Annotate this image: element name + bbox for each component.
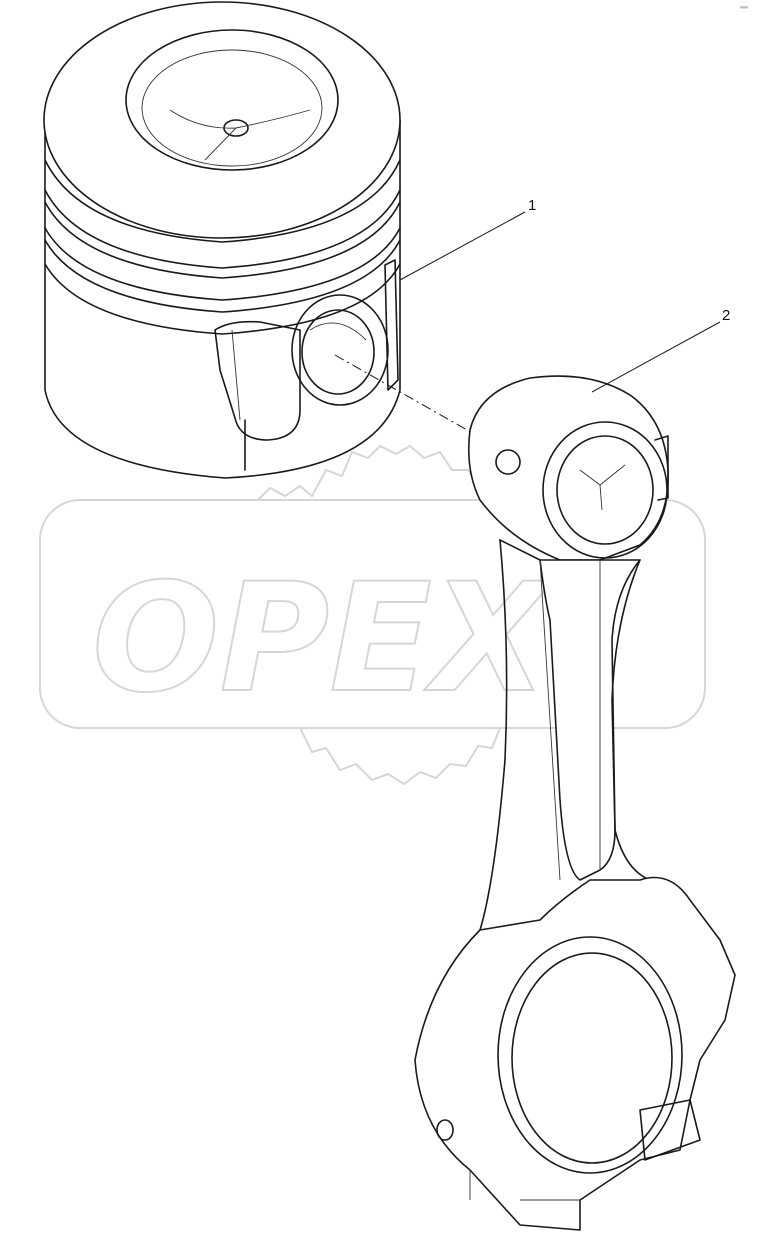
watermark-logo: OPEX: [39, 444, 706, 786]
piston-ring-groove-4: [44, 227, 401, 301]
rod-bore-shade: [579, 464, 626, 511]
rod-shank-right-edge: [611, 559, 651, 881]
watermark-gear-outline: [257, 444, 521, 501]
rod-small-end-bore-outer: [542, 421, 668, 559]
piston-ring-groove-2: [44, 189, 401, 269]
piston-side-slot: [384, 259, 399, 391]
piston-pin-bore-outer: [291, 294, 389, 406]
connecting-rod-drawing: [414, 375, 736, 1231]
piston-ring-groove-3: [44, 201, 401, 279]
callout-1-label: 1: [528, 197, 536, 214]
rod-cap-lug: [639, 1099, 701, 1161]
piston-crown: [43, 1, 401, 239]
rod-rib-left: [539, 559, 561, 881]
rod-big-end-bore-inner: [511, 952, 673, 1164]
rod-shank-left-edge: [479, 539, 508, 931]
rod-small-end: [467, 375, 669, 561]
piston-ring-groove-1: [44, 159, 401, 243]
piston-bowl-rim: [125, 29, 339, 171]
rod-big-end: [414, 876, 736, 1231]
watermark-gear-outline-bottom: [299, 727, 501, 786]
assembly-axis-line: [334, 354, 521, 461]
watermark-frame: [39, 499, 706, 729]
rod-big-end-bore-outer: [497, 936, 683, 1174]
rod-small-end-bore-inner: [556, 435, 654, 545]
callout-1-leader: [399, 211, 526, 281]
watermark-text: OPEX: [92, 552, 554, 726]
piston-bowl-inner: [141, 49, 323, 167]
piston-pin-bore-inner: [301, 309, 375, 395]
piston-boss-edge: [231, 329, 241, 421]
rod-small-end-tab: [654, 435, 669, 501]
callout-2-leader: [591, 321, 721, 393]
callout-group: 1 2: [399, 197, 730, 393]
piston-ring-groove-6: [44, 263, 401, 335]
rod-cap-joint: [469, 1170, 580, 1201]
corner-code: ⁰⁰⁰⁰: [740, 6, 748, 12]
piston-drawing: [43, 1, 401, 479]
piston-bowl-line: [204, 127, 237, 161]
piston-pin-boss: [214, 320, 301, 441]
callout-2-label: 2: [722, 307, 730, 324]
rod-bolt-hole: [436, 1119, 454, 1141]
piston-bore-shade: [309, 322, 367, 341]
rod-oil-hole: [495, 449, 521, 475]
piston-ring-groove-5: [44, 239, 401, 313]
